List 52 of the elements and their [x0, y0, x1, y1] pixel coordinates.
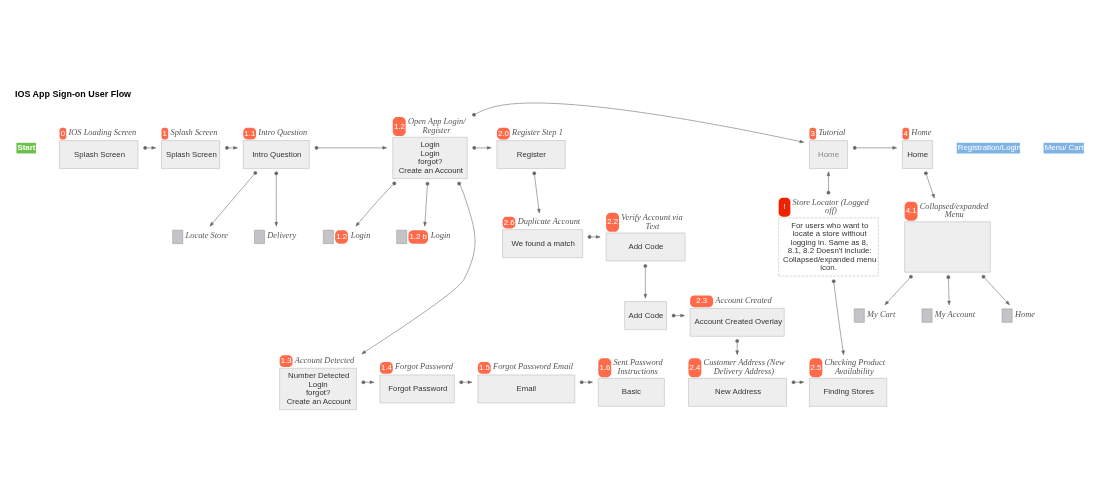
node-label: Forgot Password Email [493, 361, 574, 371]
node-label: Verify Account via Text [621, 212, 683, 231]
arrow [459, 379, 473, 384]
node-label: My Cart [867, 309, 896, 319]
node-label: Account Detected [294, 355, 355, 365]
node-label: My Account [934, 309, 976, 319]
node-label: Splash Screen [170, 127, 218, 137]
node-label: Home [1014, 309, 1036, 319]
node-label: Register Step 1 [512, 127, 563, 137]
arrow [735, 338, 740, 355]
arrow [361, 181, 476, 354]
node-label: Intro Question [258, 127, 308, 137]
arrow [791, 379, 805, 384]
arrow [831, 278, 845, 355]
arrow [643, 263, 648, 298]
arrow [924, 170, 935, 198]
node-label: Duplicate Account [517, 216, 581, 226]
node-label: Delivery [267, 230, 297, 240]
arrow [671, 313, 685, 317]
node-label: Open App Login/ Register [407, 116, 466, 135]
arrow [532, 170, 541, 213]
arrow [355, 181, 397, 226]
node-label: Login [430, 230, 451, 240]
arrow [225, 145, 238, 150]
arrow [314, 145, 387, 150]
arrow [274, 170, 279, 226]
node-label: Login [350, 230, 371, 240]
node-label: Account Created [715, 295, 772, 305]
arrow [579, 379, 593, 384]
node-label: IOS Loading Screen [68, 127, 137, 137]
node-label: Collapsed/expanded Menu [919, 201, 989, 219]
arrow [472, 145, 492, 150]
arrow [423, 181, 430, 226]
arrow [587, 234, 601, 239]
arrow [981, 274, 1010, 305]
arrow [472, 102, 805, 143]
node-label: Store Locator (Logged off) [792, 197, 869, 215]
node-label: Sent Password Instructions [613, 357, 663, 376]
diagram-title: IOS App Sign-on User Flow [15, 88, 132, 99]
node-label: Home [911, 127, 932, 137]
arrow [884, 274, 913, 305]
node-label: Locate Store [185, 230, 228, 240]
node-label: Tutorial [818, 127, 846, 137]
node-label: Forgot Password [395, 361, 453, 371]
node-label: Customer Address (New Delivery Address) [703, 357, 785, 376]
arrow [946, 274, 951, 305]
arrow [143, 145, 156, 150]
node-label: Checking Product Availability [824, 357, 886, 376]
arrow [852, 145, 897, 150]
arrow [209, 170, 258, 226]
arrow [361, 379, 375, 384]
arrow [826, 170, 831, 194]
